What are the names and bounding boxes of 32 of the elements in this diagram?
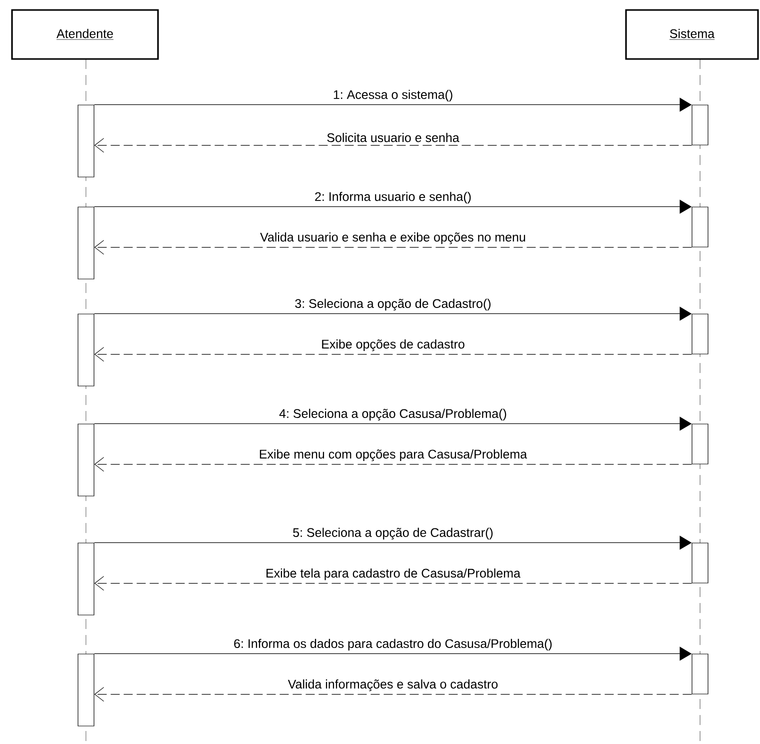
message-label: Solicita usuario e senha [327,132,460,142]
activation-bar [692,104,708,146]
message-label: 2: Informa usuario e senha() [315,192,471,204]
activation-bar [78,104,94,178]
activation-bar [692,314,708,354]
activation-bar [78,206,94,280]
activation-bar [78,424,94,496]
message-label: Exibe menu com opções para Casusa/Problema [260,449,528,462]
return-arrow [94,687,692,702]
message-label: Valida informações e salva o cadastro [288,679,498,692]
activation-bar [692,542,708,584]
activation-bar [78,654,94,726]
message-label: Exibe opções de cadastro [322,339,464,352]
message-label: Valida usuario e senha e exibe opções no menu [260,232,526,244]
return-arrow [94,138,692,153]
return-arrow [94,457,692,472]
message-label: 5: Seleciona a opção de Cadastrar() [293,528,493,540]
activation-bar [692,206,708,248]
message-label: 1: Acessa o sistema() [334,90,452,102]
activation-bar [78,542,94,616]
activation-bar [692,424,708,464]
activation-bar [78,314,94,386]
return-arrow [94,240,692,255]
participant-box: Atendente [11,9,159,60]
return-arrow [94,347,692,362]
message-label: 4: Seleciona a opção Casusa/Problema() [279,408,506,420]
message-label: 6: Informa os dados para cadastro do Casusa/Problema() [234,638,552,650]
message-label: Exibe tela para cadastro de Casusa/Problema [266,568,520,580]
participant-box: Sistema [625,9,759,60]
message-label: 3: Seleciona a opção de Cadastro() [295,298,491,310]
return-arrow [94,576,692,591]
activation-bar [692,654,708,694]
